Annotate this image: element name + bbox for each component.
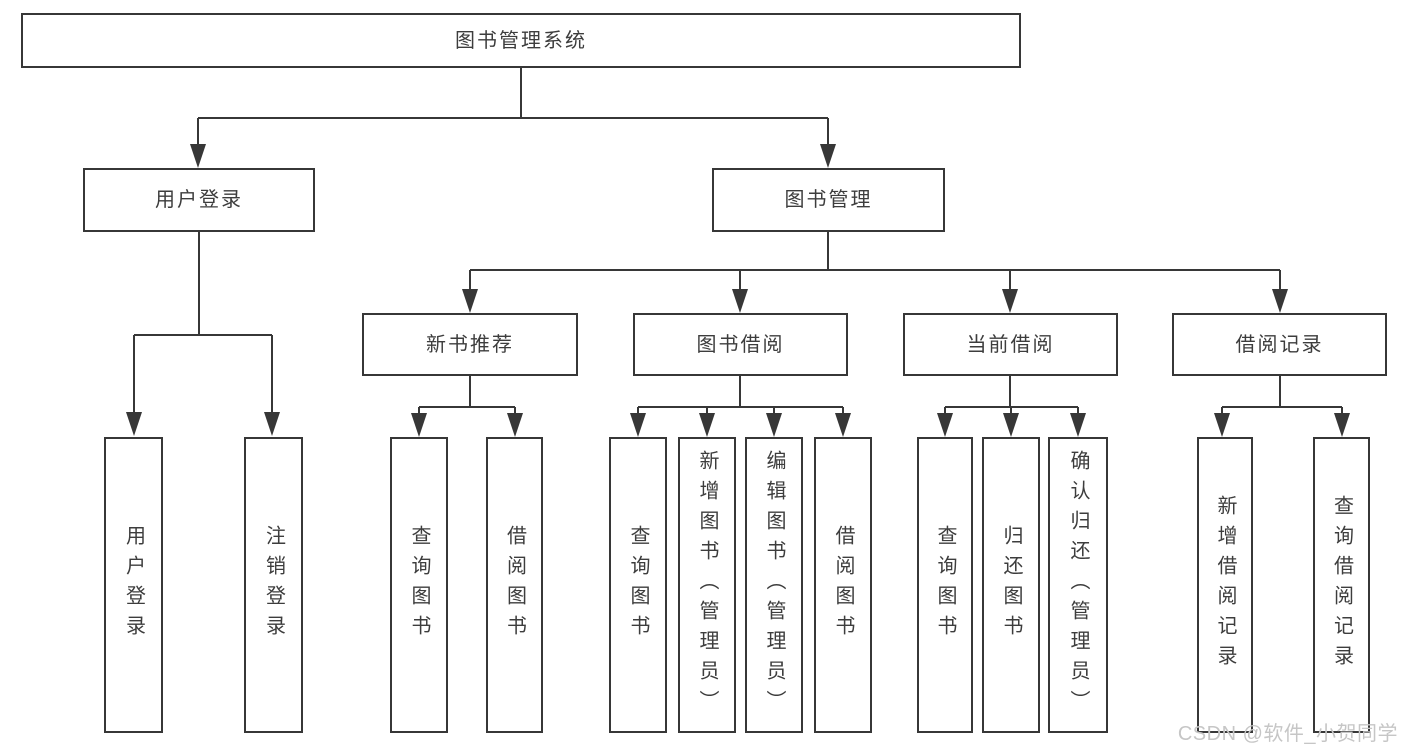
node-current-borrowing: 当前借阅 (903, 313, 1118, 376)
leaf-logout: 注销登录 (244, 437, 303, 733)
leaf-nbr-query-books: 查询图书 (390, 437, 448, 733)
leaf-br-query-record: 查询借阅记录 (1313, 437, 1370, 733)
arrowheads (126, 144, 1350, 437)
leaf-user-login: 用户登录 (104, 437, 163, 733)
leaf-bb-query-books: 查询图书 (609, 437, 667, 733)
leaf-cb-confirm-return-admin: 确认归还（管理员） (1048, 437, 1108, 733)
node-book-borrowing: 图书借阅 (633, 313, 848, 376)
watermark: CSDN @软件_小贺同学 (1177, 723, 1398, 745)
node-library-system: 图书管理系统 (21, 13, 1021, 68)
leaf-cb-query-books: 查询图书 (917, 437, 973, 733)
leaf-bb-edit-books-admin: 编辑图书（管理员） (745, 437, 803, 733)
node-borrowing-records: 借阅记录 (1172, 313, 1387, 376)
node-new-book-recommend: 新书推荐 (362, 313, 578, 376)
node-user-login: 用户登录 (83, 168, 315, 232)
node-book-management: 图书管理 (712, 168, 945, 232)
leaf-nbr-borrow-books: 借阅图书 (486, 437, 543, 733)
leaf-cb-return-books: 归还图书 (982, 437, 1040, 733)
leaf-br-add-record: 新增借阅记录 (1197, 437, 1253, 733)
leaf-bb-add-books-admin: 新增图书（管理员） (678, 437, 736, 733)
leaf-bb-borrow-books: 借阅图书 (814, 437, 872, 733)
